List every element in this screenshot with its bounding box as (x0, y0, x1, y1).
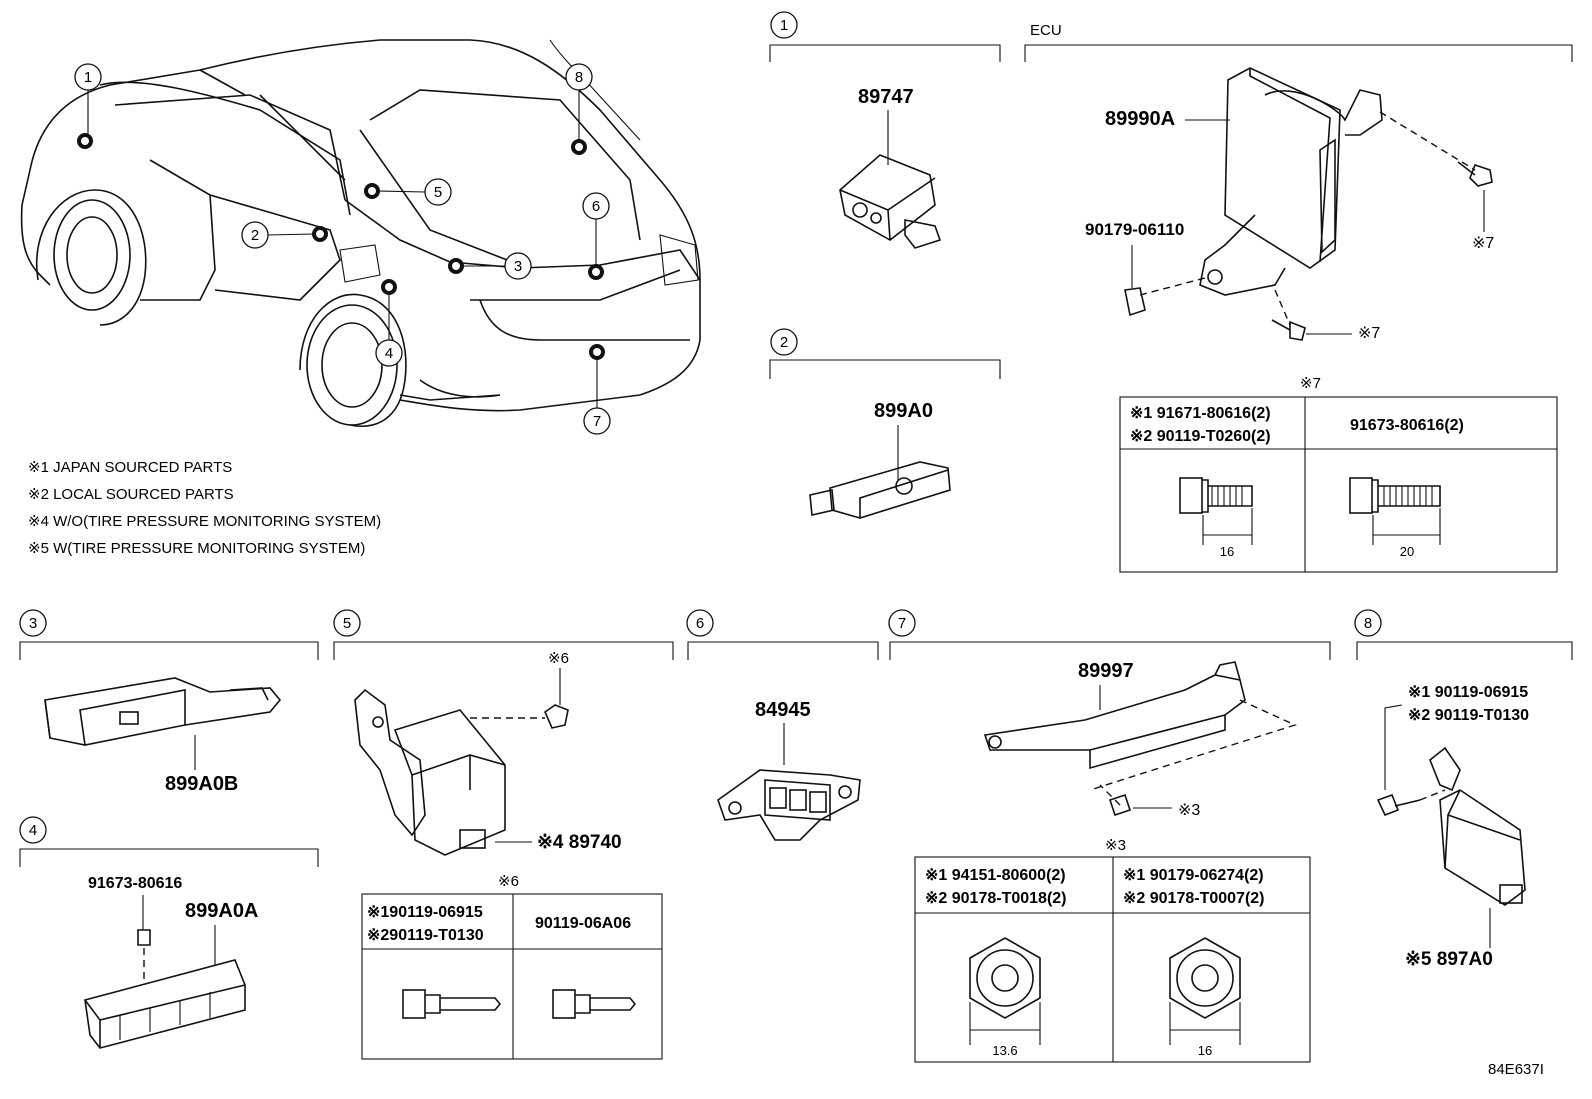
section-6: 6 84945 (686, 609, 879, 841)
section-7: 7 89997 ※3 (888, 609, 1331, 819)
part-899A0A-drawing (84, 929, 246, 1049)
table-6: ※6 ※190119-06915 ※290119-T0130 90119-06A… (361, 873, 663, 1060)
part-89747: 89747 (858, 86, 914, 108)
callout-4: 4 (385, 345, 393, 362)
svg-text:5: 5 (343, 615, 351, 632)
note-4: ※4 W/O(TIRE PRESSURE MONITORING SYSTEM) (28, 513, 381, 530)
part-89997-drawing (983, 661, 1297, 817)
ref-7b: ※7 (1358, 325, 1380, 342)
ecu-title: ECU (1030, 22, 1062, 39)
svg-text:※1 91671-80616(2): ※1 91671-80616(2) (1130, 405, 1271, 422)
svg-text:6: 6 (696, 615, 704, 632)
ref-8b: ※2 90119-T0130 (1408, 707, 1529, 724)
callout-5: 5 (434, 184, 442, 201)
svg-text:1: 1 (780, 17, 788, 34)
svg-text:※2 90178-T0018(2): ※2 90178-T0018(2) (925, 890, 1067, 907)
svg-text:※2 90119-T0260(2): ※2 90119-T0260(2) (1130, 428, 1271, 445)
svg-text:※1 94151-80600(2): ※1 94151-80600(2) (925, 867, 1066, 884)
car-illustration (20, 39, 701, 427)
svg-text:20: 20 (1400, 544, 1414, 559)
ref-7a: ※7 (1472, 235, 1494, 252)
note-2: ※2 LOCAL SOURCED PARTS (28, 486, 234, 503)
car-callouts (74, 63, 611, 435)
part-84945: 84945 (755, 699, 811, 721)
callout-3: 3 (514, 258, 522, 275)
svg-text:4: 4 (29, 822, 37, 839)
table-7: ※7 ※1 91671-80616(2) ※2 90119-T0260(2) 9… (1119, 375, 1558, 573)
footnotes: ※1 JAPAN SOURCED PARTS ※2 LOCAL SOURCED … (28, 459, 381, 557)
svg-text:90119-06A06: 90119-06A06 (535, 915, 631, 932)
svg-text:2: 2 (780, 334, 788, 351)
callout-7: 7 (593, 413, 601, 430)
callout-2: 2 (251, 227, 259, 244)
part-897A0-drawing (1376, 746, 1526, 906)
part-89740: ※4 89740 (537, 832, 622, 853)
svg-text:※6: ※6 (498, 873, 519, 890)
part-89747-drawing (839, 154, 942, 249)
part-84945-drawing (717, 769, 861, 841)
part-899A0A: 899A0A (185, 900, 258, 922)
callout-1: 1 (84, 69, 92, 86)
svg-text:91673-80616(2): 91673-80616(2) (1350, 417, 1464, 434)
ref-3: ※3 (1178, 802, 1200, 819)
section-1: 1 89747 (769, 11, 1001, 249)
note-1: ※1 JAPAN SOURCED PARTS (28, 459, 232, 476)
svg-text:7: 7 (898, 615, 906, 632)
svg-text:13.6: 13.6 (992, 1043, 1017, 1058)
section-ecu: ECU 89990A 90179-06110 ※7 ※7 (1024, 22, 1573, 342)
section-4: 4 91673-80616 899A0A (19, 816, 319, 1049)
part-899A0B-drawing (44, 677, 282, 746)
part-89990A-drawing (1124, 67, 1493, 341)
svg-text:※3: ※3 (1105, 837, 1126, 854)
section-5: 5 ※6 ※4 89740 (333, 609, 674, 856)
svg-text:※1 90179-06274(2): ※1 90179-06274(2) (1123, 867, 1264, 884)
part-89997: 89997 (1078, 660, 1134, 682)
ref-8a: ※1 90119-06915 (1408, 684, 1528, 701)
svg-text:16: 16 (1220, 544, 1234, 559)
part-899A0-drawing (809, 461, 951, 519)
svg-text:※290119-T0130: ※290119-T0130 (367, 927, 484, 944)
section-2: 2 899A0 (769, 328, 1001, 519)
section-8: 8 ※1 90119-06915 ※2 90119-T0130 ※5 897A0 (1354, 609, 1573, 970)
part-897A0: ※5 897A0 (1405, 949, 1493, 970)
svg-text:※7: ※7 (1300, 375, 1321, 392)
svg-text:8: 8 (1364, 615, 1372, 632)
part-89990A: 89990A (1105, 108, 1175, 130)
part-899A0: 899A0 (874, 400, 933, 422)
car-callout-numbers: 1 2 3 4 5 6 7 8 (84, 69, 601, 430)
figure-code: 84E637I (1488, 1061, 1544, 1078)
ref-6: ※6 (548, 650, 569, 667)
section-3: 3 899A0B (19, 609, 319, 795)
part-91673-80616: 91673-80616 (88, 875, 182, 892)
part-89740-drawing (354, 688, 569, 856)
callout-6: 6 (592, 198, 600, 215)
part-90179-06110: 90179-06110 (1085, 220, 1184, 239)
table-3: ※3 ※1 94151-80600(2) ※2 90178-T0018(2) ※… (914, 837, 1311, 1063)
svg-text:※190119-06915: ※190119-06915 (367, 904, 483, 921)
svg-text:※2 90178-T0007(2): ※2 90178-T0007(2) (1123, 890, 1265, 907)
note-5: ※5 W(TIRE PRESSURE MONITORING SYSTEM) (28, 540, 365, 557)
svg-text:3: 3 (29, 615, 37, 632)
part-899A0B: 899A0B (165, 773, 238, 795)
callout-8: 8 (575, 69, 583, 86)
svg-text:16: 16 (1198, 1043, 1212, 1058)
